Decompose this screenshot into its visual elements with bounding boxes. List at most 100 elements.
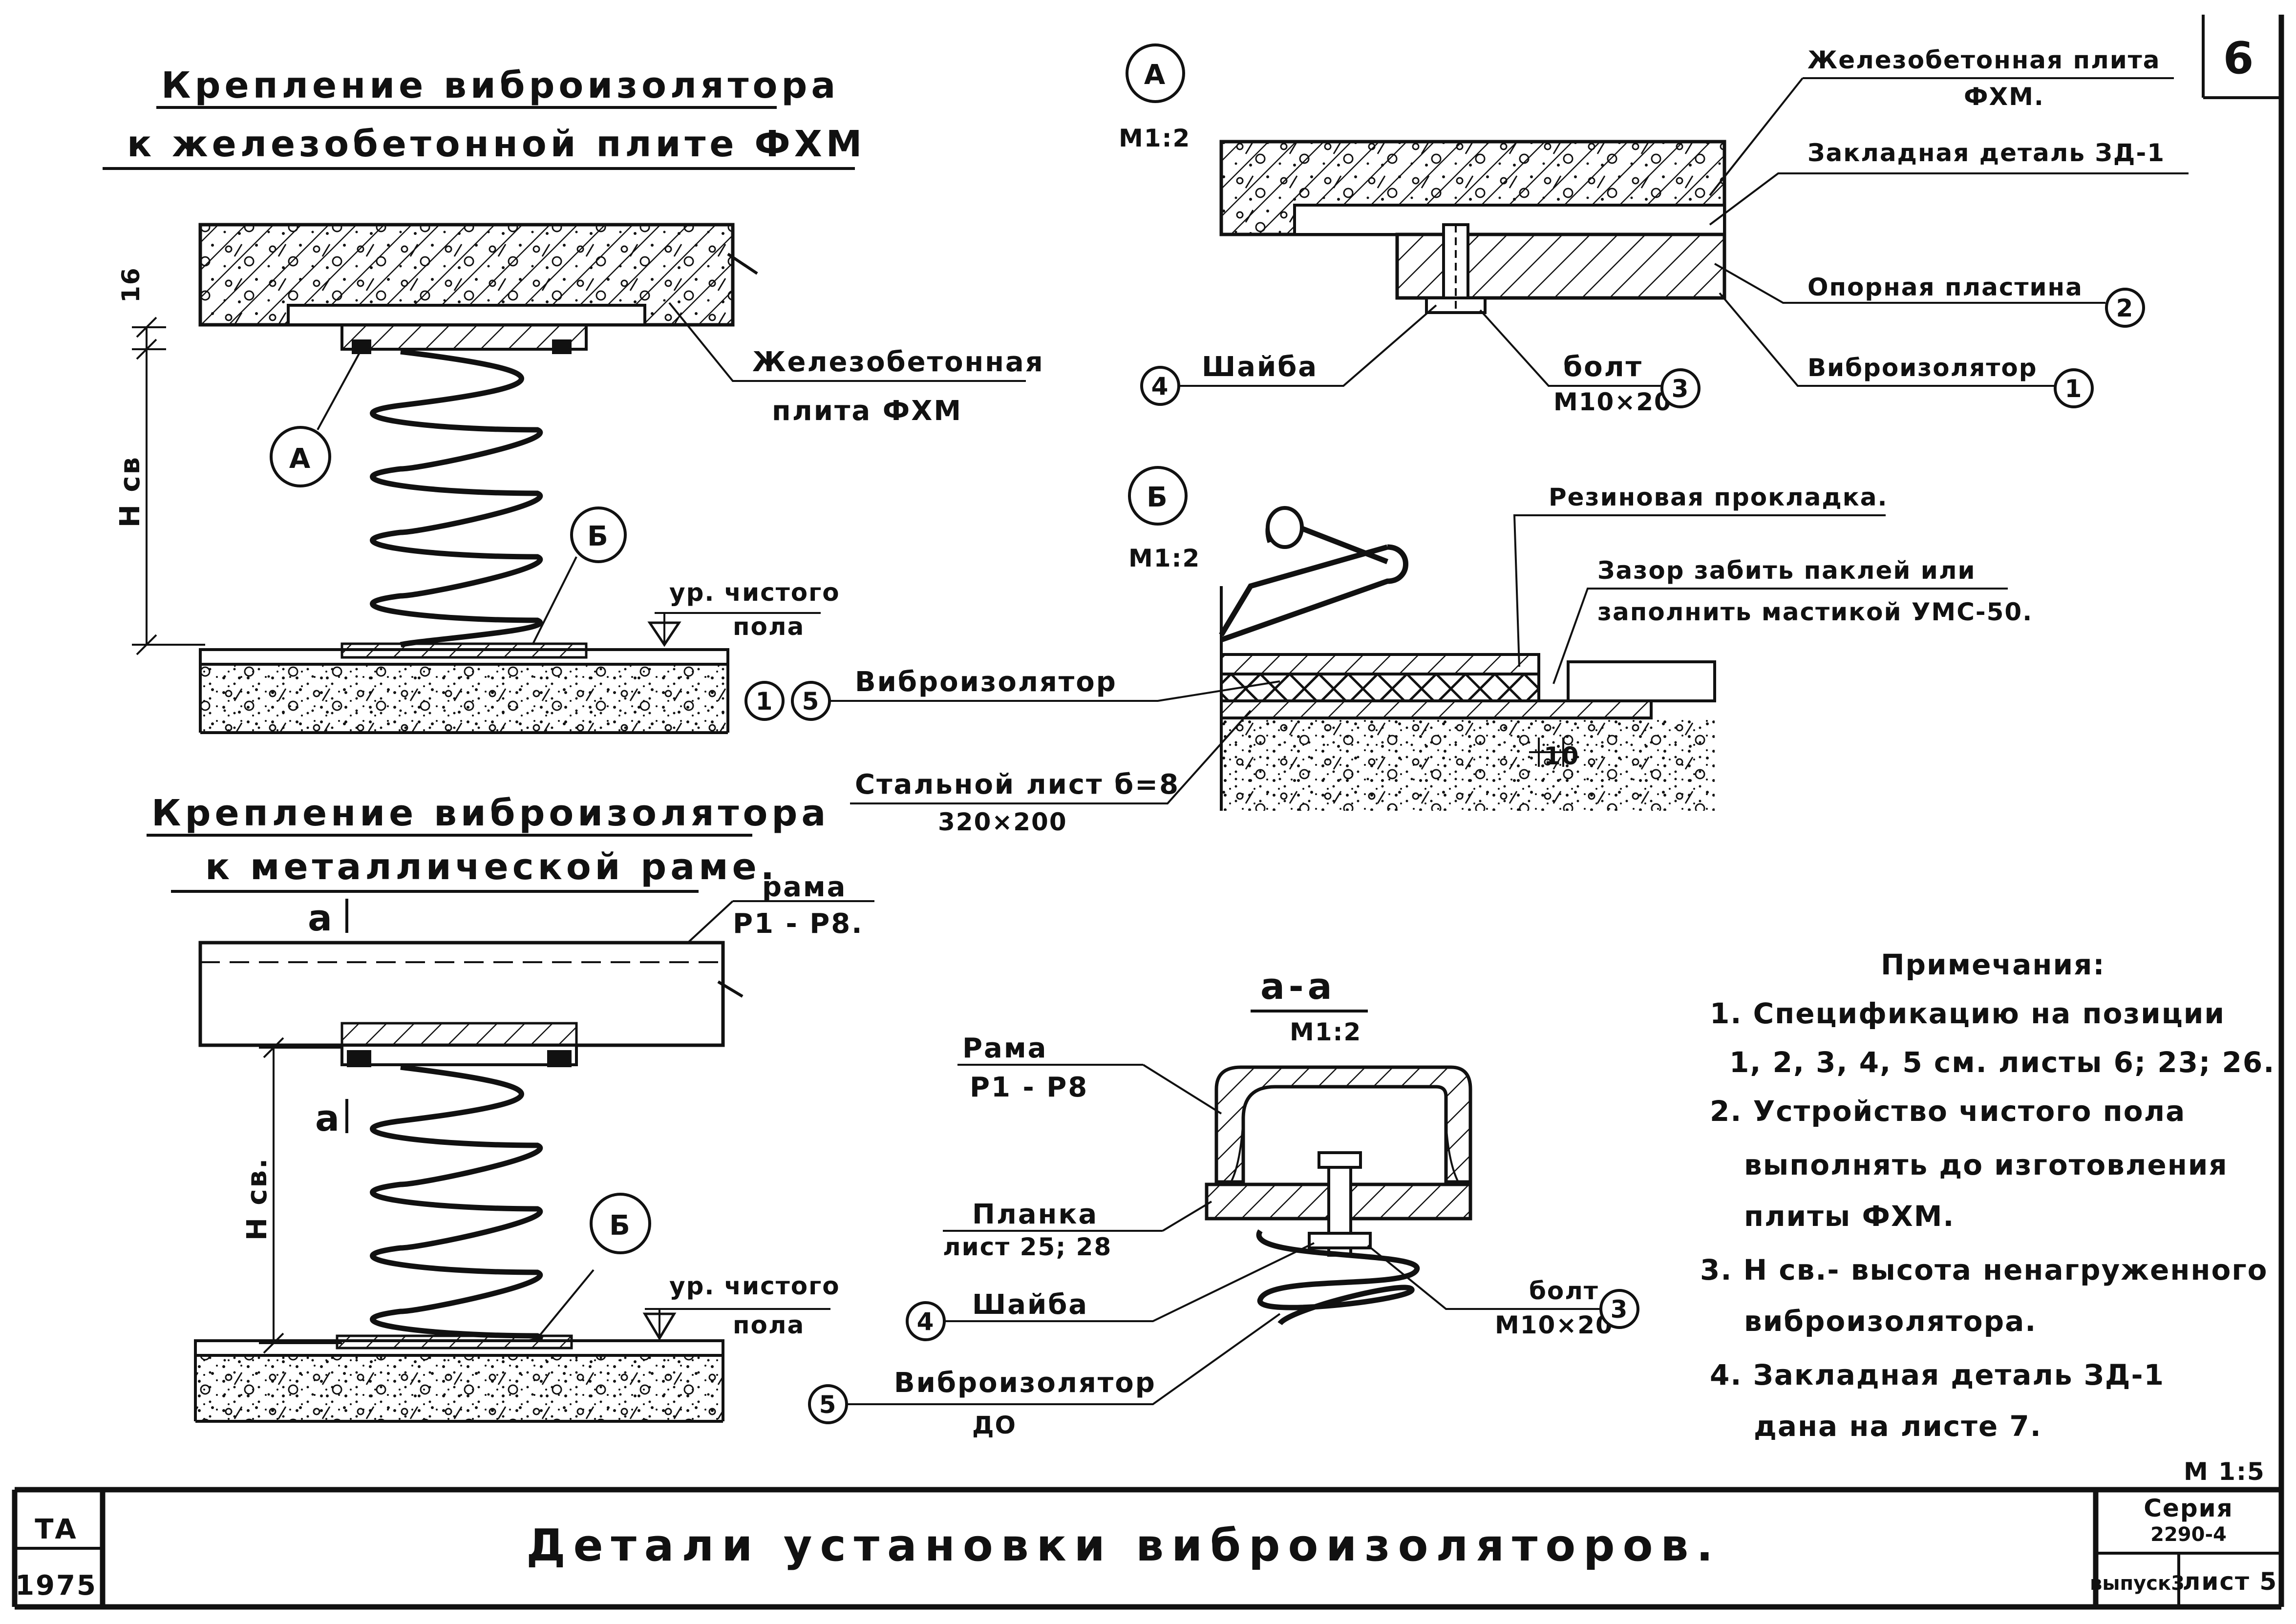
note-3a: 3. H св.- высота ненагруженного	[1700, 1253, 2268, 1287]
note-1b: 1, 2, 3, 4, 5 см. листы 6; 23; 26.	[1729, 1046, 2275, 1079]
note-3b: виброизолятора.	[1744, 1305, 2037, 1338]
detail-b-num-1	[744, 681, 785, 721]
view1-callout-b-leader	[531, 556, 577, 645]
title-block-year: 1975	[15, 1570, 97, 1602]
note-1a: 1. Спецификацию на позиции	[1710, 997, 2225, 1030]
title-block-scale: М 1:5	[2184, 1457, 2265, 1486]
detail-b-scale: М1:2	[1128, 544, 1200, 572]
detail-a-slab-label2: ФХМ.	[1964, 83, 2044, 111]
view1-title-line2: к железобетонной плите ФХМ	[127, 123, 866, 165]
view1-dim-hcv: H св	[114, 456, 146, 527]
section-aa-frame-label2: Р1 - Р8	[970, 1072, 1088, 1103]
section-aa-washer-num-text: 4	[917, 1308, 935, 1336]
view2-section-a-top: а	[308, 897, 336, 939]
view1-title-line1: Крепление виброизолятора	[161, 64, 839, 106]
title-block-sheet: лист 5	[2183, 1567, 2277, 1596]
view2-title-line2: к металлической раме.	[205, 846, 778, 888]
detail-a-washer-num	[1140, 366, 1180, 406]
view2-spring	[370, 1064, 543, 1356]
section-aa-bolt-leader	[1367, 1244, 1602, 1310]
sheet-number: 6	[2223, 33, 2262, 84]
detail-a-embedded-leader	[1709, 172, 2189, 226]
section-aa-scale: М1:2	[1290, 1018, 1361, 1046]
view1-callout-a-leader	[317, 349, 362, 430]
detail-b-gap-leader	[1552, 588, 2008, 684]
view1-dim-16: 16	[117, 267, 145, 303]
section-aa-frame-label1: Рама	[962, 1033, 1047, 1064]
view2-floor	[194, 1334, 724, 1423]
section-aa-channel	[1214, 1065, 1472, 1184]
section-aa-isolator-label1: Виброизолятор	[894, 1367, 1156, 1399]
detail-b-num-5	[791, 681, 831, 721]
view2-frame-label1: рама	[762, 871, 847, 903]
view2-top-plate	[340, 1044, 578, 1067]
section-aa-isolator-label2: ДО	[972, 1411, 1017, 1439]
detail-a-slab-label1: Железобетонная плита	[1807, 46, 2160, 74]
view1-floor	[199, 642, 729, 734]
view1-top-plate	[340, 323, 588, 354]
detail-b-steel-label2: 320×200	[938, 808, 1067, 836]
note-4a: 4. Закладная деталь ЗД-1	[1710, 1358, 2165, 1392]
detail-b-dim-10: 10	[1544, 742, 1580, 770]
detail-a-washer-num-text: 4	[1151, 372, 1169, 401]
section-aa-spring	[1256, 1229, 1420, 1326]
section-aa-bolt-num	[1599, 1289, 1639, 1329]
sheet-frame	[12, 15, 2284, 1610]
detail-a-embedded-label: Закладная деталь ЗД-1	[1807, 139, 2165, 167]
detail-a-plate-num-text: 2	[2116, 294, 2134, 322]
view2-floor-label1: ур. чистого	[669, 1272, 840, 1300]
detail-b-mark-text: Б	[1147, 482, 1169, 513]
view2-dim-hcv: H св.	[241, 1157, 273, 1241]
detail-b-gap-label2: заполнить мастикой УМС-50.	[1597, 598, 2033, 626]
title-block-org: ТА	[35, 1514, 78, 1545]
title-block-series-label: Серия	[2144, 1494, 2233, 1522]
note-4b: дана на листе 7.	[1754, 1410, 2042, 1443]
title-block-series-value: 2290-4	[2150, 1523, 2227, 1546]
detail-a-bolt-num-text: 3	[1672, 375, 1690, 403]
section-aa-bolt-num-text: 3	[1611, 1295, 1629, 1324]
notes-heading: Примечания:	[1881, 948, 2105, 981]
view2-floor-label2: пола	[733, 1311, 805, 1339]
view1-slab	[198, 223, 758, 327]
detail-a-washer-label: Шайба	[1202, 351, 1318, 383]
section-aa-bar-leader	[1162, 1201, 1212, 1232]
section-aa-bar-label2: лист 25; 28	[943, 1233, 1112, 1261]
detail-a-slab-leader	[1709, 77, 1804, 196]
section-aa-bar-label1: Планка	[972, 1199, 1098, 1230]
view2-callout-b	[590, 1193, 651, 1254]
detail-a-plate-label: Опорная пластина	[1807, 273, 2083, 301]
detail-b-mark	[1128, 466, 1188, 526]
section-aa-bolt	[1308, 1151, 1372, 1257]
view1-callout-b-text: Б	[587, 521, 610, 552]
view1-spring	[370, 349, 543, 648]
section-aa-frame-leader	[1142, 1064, 1222, 1115]
section-aa-washer-leader	[945, 1242, 1315, 1322]
detail-b-gap-label1: Зазор забить паклей или	[1597, 556, 1976, 585]
view2-callout-b-leader	[536, 1269, 595, 1339]
detail-a-isolator-num-text: 1	[2065, 375, 2083, 403]
detail-b-steel-leader	[850, 710, 1252, 804]
detail-b-steel-label1: Стальной лист б=8	[855, 769, 1180, 801]
detail-a-bolt-num	[1660, 368, 1701, 408]
view2-floor-level-mark	[642, 1308, 830, 1341]
note-2c: плиты ФХМ.	[1744, 1200, 1955, 1233]
view2-frame-label2: Р1 - Р8.	[733, 908, 864, 940]
section-aa-isolator-leader	[848, 1313, 1281, 1405]
detail-a-slab	[1219, 140, 1726, 236]
view2-callout-b-text: Б	[609, 1210, 632, 1242]
view2-section-a-mid: а	[315, 1097, 343, 1139]
view1-floor-label1: ур. чистого	[669, 578, 840, 607]
view1-floor-label2: пола	[733, 612, 805, 641]
detail-a-isolator-leader	[1719, 292, 2057, 387]
section-aa-isolator-num	[808, 1384, 848, 1424]
detail-a-plate-num	[2105, 288, 2145, 328]
view1-slab-label1: Железобетонная	[752, 346, 1044, 378]
detail-a-isolator-num	[2054, 368, 2094, 408]
view1-slab-leader	[668, 302, 1026, 382]
section-aa-washer-num	[906, 1301, 946, 1341]
note-2b: выполнять до изготовления	[1744, 1148, 2228, 1181]
detail-b-num-5-text: 5	[802, 687, 820, 716]
detail-a-plate-leader	[1714, 263, 2105, 304]
detail-a-mark-text: А	[1144, 59, 1167, 91]
